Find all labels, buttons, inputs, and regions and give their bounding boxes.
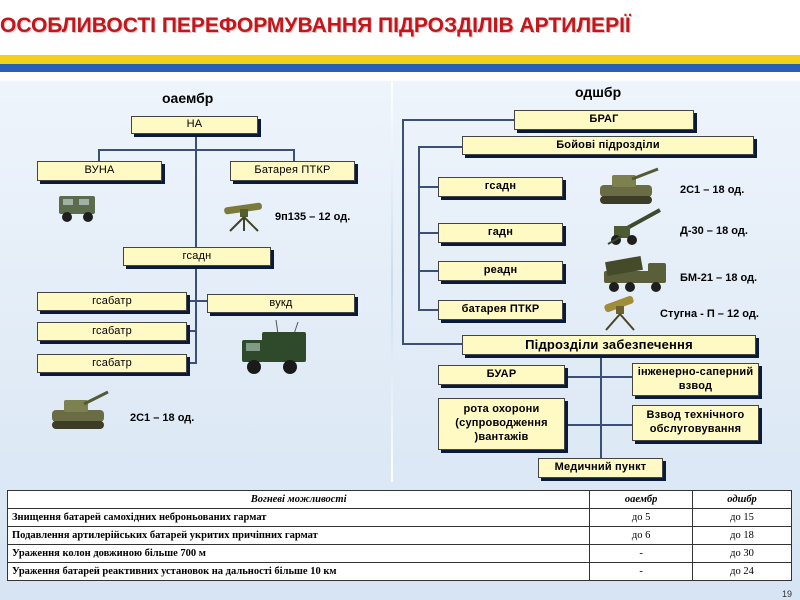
table-cell: до 15 — [692, 508, 792, 527]
vuna-box: ВУНА — [37, 161, 162, 181]
left-heading: оаембр — [162, 90, 214, 106]
connector — [418, 309, 438, 311]
flag-stripe-yellow — [0, 55, 800, 64]
connector — [565, 376, 632, 378]
right-heading: одшбр — [575, 84, 622, 100]
flag-stripe-blue — [0, 64, 800, 72]
atgm-launcher-icon — [598, 294, 644, 337]
gsabat-box-2: гсабатр — [37, 322, 187, 341]
connector — [195, 134, 197, 162]
table-row: Ураження колон довжиною більше 700 м - д… — [6, 544, 792, 563]
table-header-oaembr: оаембр — [589, 490, 694, 509]
table-row: Ураження батарей реактивних установок на… — [6, 562, 792, 581]
maintenance-platoon-box: Взвод технічного обслуговування — [632, 405, 759, 441]
table-cell: Знищення батарей самохідних неброньовани… — [6, 508, 591, 527]
qty-d30: Д-30 – 18 од. — [680, 225, 748, 237]
connector — [418, 186, 438, 188]
table-header-capability: Вогневі можливості — [6, 490, 591, 509]
table-cell: Подавлення артилерійських батарей укрити… — [6, 526, 591, 545]
fire-capabilities-table: Вогневі можливості оаембр одшбр Знищення… — [6, 490, 792, 581]
readn-box: реадн — [438, 261, 563, 281]
na-box: НА — [131, 116, 258, 134]
brag-box: БРАГ — [514, 110, 694, 130]
right-ptkr-box: батарея ПТКР — [438, 300, 563, 320]
connector — [418, 270, 438, 272]
table-cell: до 30 — [692, 544, 792, 563]
left-ptkr-quantity: 9п135 – 12 од. — [275, 211, 351, 223]
connector — [187, 362, 197, 364]
towed-howitzer-icon — [606, 206, 664, 251]
vukd-box: вукд — [207, 294, 355, 313]
slide-title: ОСОБЛИВОСТІ ПЕРЕФОРМУВАННЯ ПІДРОЗДІЛІВ А… — [0, 14, 631, 37]
connector — [600, 355, 602, 458]
left-sau-quantity: 2С1 – 18 од. — [130, 412, 195, 424]
table-cell: до 5 — [589, 508, 694, 527]
table-cell: до 18 — [692, 526, 792, 545]
connector — [187, 330, 197, 332]
gsabat-box-3: гсабатр — [37, 354, 187, 373]
connector — [418, 232, 438, 234]
table-cell: Ураження батарей реактивних установок на… — [6, 562, 591, 581]
gsabat-box-1: гсабатр — [37, 292, 187, 311]
sp-howitzer-icon — [598, 165, 660, 212]
table-cell: до 24 — [692, 562, 792, 581]
left-gsadn-box: гсадн — [123, 247, 271, 266]
table-header-odshbr: одшбр — [692, 490, 792, 509]
table-cell: - — [589, 544, 694, 563]
table-row: Знищення батарей самохідних неброньовани… — [6, 508, 792, 527]
left-ptkr-box: Батарея ПТКР — [230, 161, 355, 181]
column-divider — [391, 82, 393, 482]
right-gsadn-box: гсадн — [438, 177, 563, 197]
connector — [293, 149, 295, 161]
table-row: Подавлення артилерійських батарей укрити… — [6, 526, 792, 545]
combat-units-box: Бойові підрозділи — [462, 136, 754, 155]
connector — [565, 424, 632, 426]
table-cell: Ураження колон довжиною більше 700 м — [6, 544, 591, 563]
rocket-launcher-icon — [600, 253, 670, 300]
connector — [195, 149, 197, 247]
gadn-box: гадн — [438, 223, 563, 243]
table-cell: - — [589, 562, 694, 581]
medical-point-box: Медичний пункт — [538, 458, 663, 478]
qty-stugna: Стугна - П – 12 од. — [660, 308, 759, 320]
connector — [418, 146, 420, 311]
engineer-platoon-box: інженерно-саперний взвод — [632, 363, 759, 396]
table-cell: до 6 — [589, 526, 694, 545]
buar-box: БУАР — [438, 365, 565, 385]
connector — [187, 300, 207, 302]
page-number: 19 — [781, 589, 792, 599]
connector — [195, 266, 197, 362]
support-units-box: Підрозділи забезпечення — [462, 335, 756, 355]
connector — [402, 119, 404, 344]
connector — [402, 343, 462, 345]
table-header-row: Вогневі можливості оаембр одшбр — [6, 490, 792, 509]
qty-2s1: 2С1 – 18 од. — [680, 184, 745, 196]
truck-icon — [55, 190, 100, 229]
atgm-launcher-icon — [218, 195, 270, 238]
connector — [98, 149, 100, 161]
connector — [402, 119, 514, 121]
guard-company-box: рота охорони (супроводження )вантажів — [438, 398, 565, 450]
sp-howitzer-icon — [50, 388, 110, 437]
command-vehicle-icon — [238, 318, 312, 385]
qty-bm21: БМ-21 – 18 од. — [680, 272, 758, 284]
connector — [418, 146, 462, 148]
